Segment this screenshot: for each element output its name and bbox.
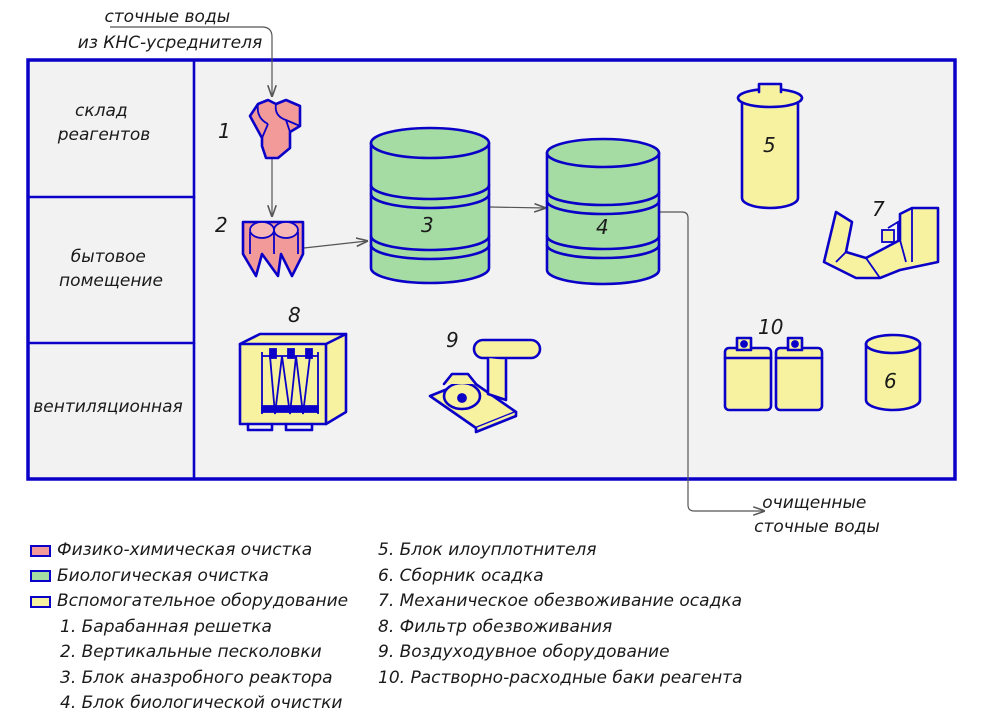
mechanical-dewatering bbox=[822, 206, 940, 280]
outflow-label: очищенные сточные воды bbox=[754, 493, 880, 537]
room-label-reagent-storage: склад реагентов bbox=[57, 101, 151, 145]
flow-2-to-3 bbox=[303, 241, 367, 249]
legend-item: 5. Блок илоуплотнителя bbox=[378, 538, 743, 564]
room-label-ventilation: вентиляционная bbox=[33, 397, 183, 417]
legend-category-auxiliary: Вспомогательное оборудование bbox=[30, 589, 348, 615]
air-blower bbox=[428, 338, 542, 434]
legend-item-text: 1. Барабанная решетка bbox=[60, 616, 272, 637]
legend-item: 10. Растворно-расходные баки реагента bbox=[378, 666, 743, 692]
anaerobic-reactor bbox=[369, 126, 491, 285]
inflow-line bbox=[110, 26, 272, 96]
drum-screen bbox=[248, 98, 302, 160]
legend-category-label: Вспомогательное оборудование bbox=[57, 591, 349, 611]
legend-right: 5. Блок илоуплотнителя 6. Сборник осадка… bbox=[378, 538, 743, 691]
legend-item: 3. Блок аназробного реактора bbox=[30, 666, 348, 692]
label-number-3: 3 bbox=[421, 213, 434, 237]
label-number-8: 8 bbox=[288, 303, 301, 327]
label-number-5: 5 bbox=[763, 133, 776, 157]
outflow-line bbox=[660, 211, 764, 511]
legend-item-text: 2. Вертикальные песколовки bbox=[60, 642, 322, 662]
label-number-10: 10 bbox=[758, 315, 783, 339]
legend-item: 2. Вертикальные песколовки bbox=[30, 640, 348, 666]
label-number-6: 6 bbox=[884, 369, 897, 393]
legend-item-text: 7. Механическое обезвоживание осадка bbox=[378, 591, 743, 611]
legend-category-label: Биологическая очистка bbox=[57, 565, 269, 586]
legend-item: 7. Механическое обезвоживание осадка bbox=[378, 589, 743, 615]
label-number-4: 4 bbox=[596, 215, 609, 239]
legend-item: 8. Фильтр обезвоживания bbox=[378, 615, 743, 641]
legend-item-text: 5. Блок илоуплотнителя bbox=[378, 540, 597, 560]
reagent-tanks bbox=[723, 336, 824, 412]
room-label-utility: бытовое помещение bbox=[59, 247, 163, 291]
biological-treatment-block bbox=[545, 137, 661, 286]
flow-3-to-4 bbox=[489, 207, 545, 208]
dewatering-filter bbox=[238, 332, 348, 432]
legend-swatch bbox=[30, 570, 51, 583]
legend-category-label: Физико-химическая очистка bbox=[57, 540, 313, 560]
legend-category-physico-chemical: Физико-химическая очистка bbox=[30, 538, 348, 564]
label-number-7: 7 bbox=[872, 197, 885, 221]
inflow-label: сточные воды из КНС-усреднителя bbox=[78, 7, 262, 53]
legend-item-text: 10. Растворно-расходные баки реагента bbox=[378, 667, 743, 688]
legend-item-text: 8. Фильтр обезвоживания bbox=[378, 616, 613, 637]
sludge-thickener bbox=[736, 82, 804, 210]
legend-item-text: 9. Воздуходувное оборудование bbox=[378, 642, 670, 662]
label-number-9: 9 bbox=[446, 328, 459, 352]
legend-left: Физико-химическая очистка Биологическая … bbox=[30, 538, 348, 717]
legend-item-text: 4. Блок биологической очистки bbox=[60, 693, 343, 713]
label-number-1: 1 bbox=[218, 119, 231, 143]
legend-item: 4. Блок биологической очистки bbox=[30, 691, 348, 717]
legend-item-text: 3. Блок аназробного реактора bbox=[60, 667, 333, 688]
legend-item-text: 6. Сборник осадка bbox=[378, 565, 544, 586]
legend-category-biological: Биологическая очистка bbox=[30, 564, 348, 590]
legend-item: 9. Воздуходувное оборудование bbox=[378, 640, 743, 666]
sludge-collector bbox=[864, 333, 922, 412]
vertical-sand-traps bbox=[241, 220, 305, 278]
legend-swatch bbox=[30, 544, 51, 557]
legend-item: 1. Барабанная решетка bbox=[30, 615, 348, 641]
legend-swatch bbox=[30, 595, 51, 608]
legend-item: 6. Сборник осадка bbox=[378, 564, 743, 590]
label-number-2: 2 bbox=[215, 213, 228, 237]
